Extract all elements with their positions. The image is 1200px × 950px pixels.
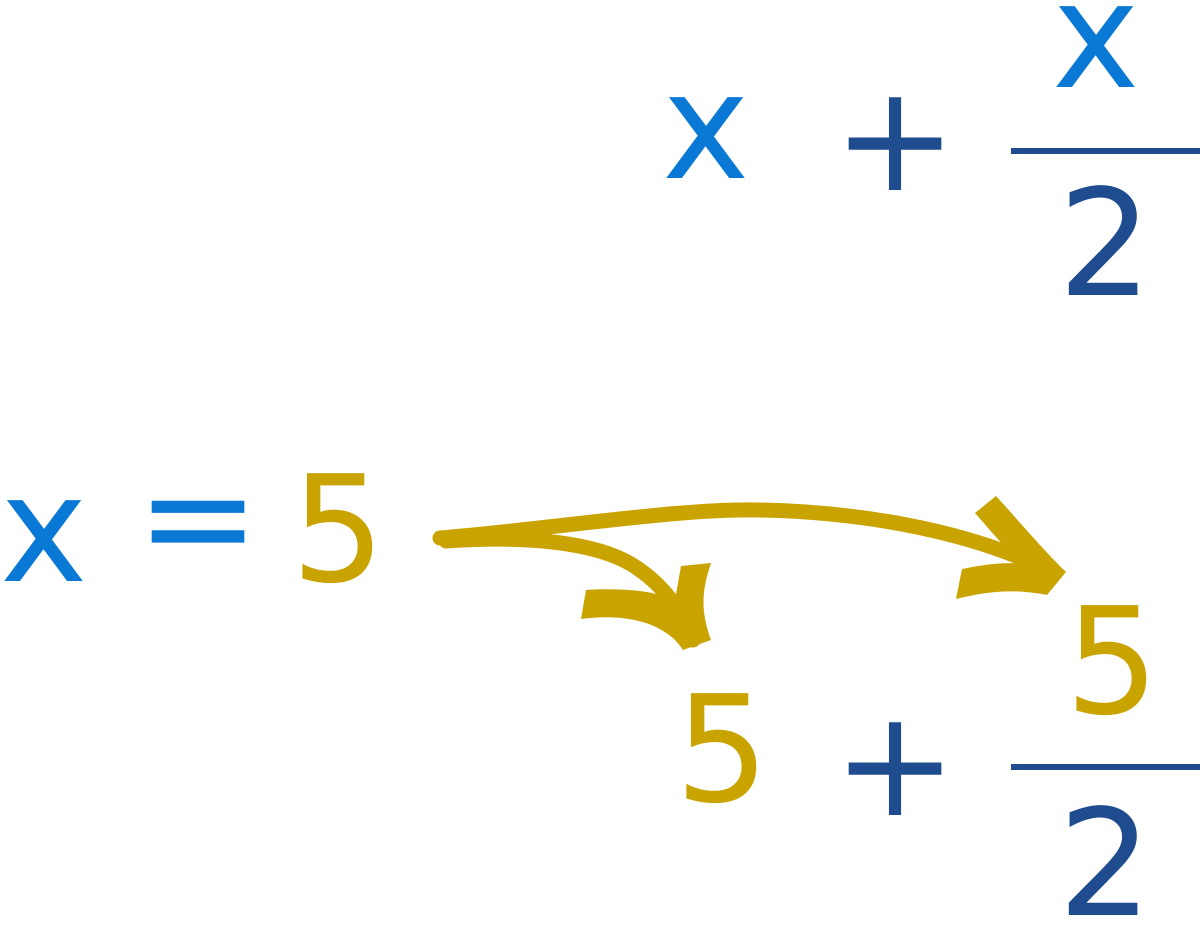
top-term-x: x — [662, 41, 750, 213]
bottom-fraction-numerator: 5 — [1065, 576, 1160, 748]
substitution-value-5: 5 — [291, 444, 386, 616]
top-plus-operator: + — [833, 53, 958, 225]
top-fraction-denominator: 2 — [1058, 158, 1153, 330]
substitution-equals-sign: = — [136, 431, 261, 603]
curved-arrow-icon — [432, 496, 1066, 599]
bottom-plus-operator: + — [833, 678, 958, 850]
substitution-variable-x: x — [0, 444, 88, 616]
bottom-term-5: 5 — [675, 664, 770, 836]
bottom-fraction-denominator: 2 — [1058, 778, 1153, 950]
top-fraction-numerator: x — [1052, 0, 1140, 122]
top-fraction-bar — [1011, 148, 1200, 154]
curved-arrow-icon — [438, 531, 711, 650]
bottom-fraction-bar — [1011, 764, 1200, 770]
